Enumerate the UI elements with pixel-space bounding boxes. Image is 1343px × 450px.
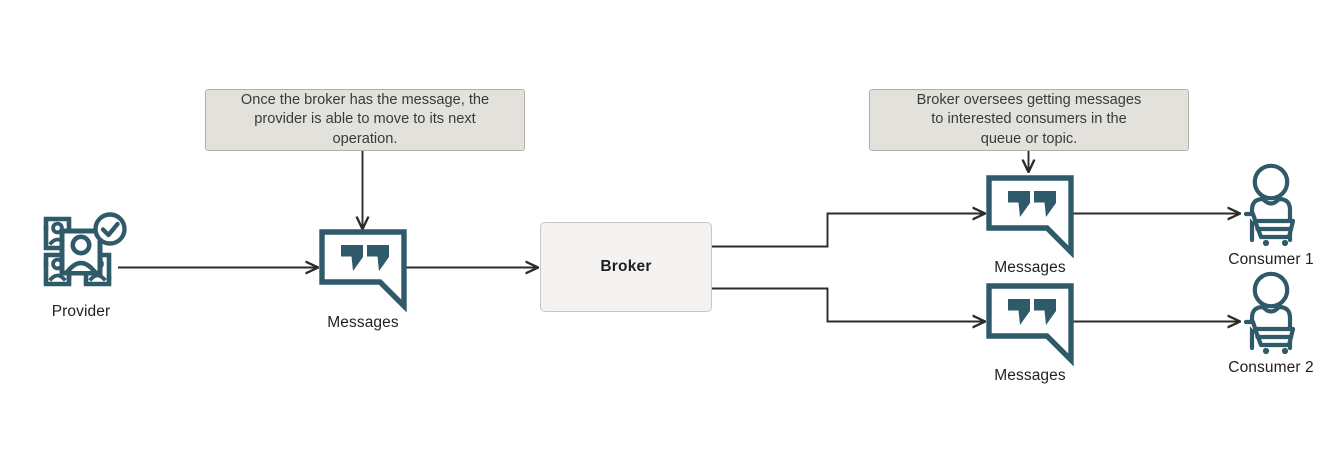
callout-broker-line3: queue or topic. — [980, 130, 1078, 147]
node-consumer-1[interactable]: Consumer 1 — [1212, 163, 1330, 274]
people-group-check-icon — [43, 212, 127, 287]
message-bubble-icon — [986, 283, 1074, 367]
callout-provider-line1: Once the broker has the message, the — [240, 91, 490, 108]
callout-broker: Broker oversees getting messages to inte… — [869, 89, 1189, 151]
connector-broker-to-messages1 — [712, 214, 985, 248]
consumer-1-label: Consumer 1 — [1228, 251, 1314, 268]
callout-provider-line2: provider is able to move to its next — [254, 111, 476, 128]
consumer1-messages-label: Messages — [994, 259, 1066, 276]
node-provider-messages[interactable]: Messages — [318, 229, 408, 331]
shopper-person-icon — [1243, 271, 1296, 355]
consumer-2-label: Consumer 2 — [1228, 359, 1314, 376]
node-broker[interactable]: Broker — [540, 222, 712, 312]
provider-label: Provider — [51, 303, 111, 320]
shopper-person-icon — [1243, 163, 1296, 247]
callout-broker-line2: to interested consumers in the — [931, 111, 1127, 128]
provider-messages-label: Messages — [327, 314, 399, 331]
node-provider[interactable]: Provider — [22, 212, 140, 324]
node-consumer1-messages[interactable]: Messages — [985, 175, 1075, 275]
connector-broker-to-messages2 — [712, 287, 985, 322]
message-bubble-icon — [319, 229, 407, 313]
consumer2-messages-label: Messages — [994, 367, 1066, 384]
callout-provider: Once the broker has the message, the pro… — [205, 89, 525, 151]
callout-provider-line3: operation. — [332, 130, 398, 147]
callout-broker-line1: Broker oversees getting messages — [916, 91, 1142, 108]
broker-label: Broker — [600, 258, 652, 275]
node-consumer-2[interactable]: Consumer 2 — [1212, 271, 1330, 382]
node-consumer2-messages[interactable]: Messages — [985, 283, 1075, 383]
message-bubble-icon — [986, 175, 1074, 259]
